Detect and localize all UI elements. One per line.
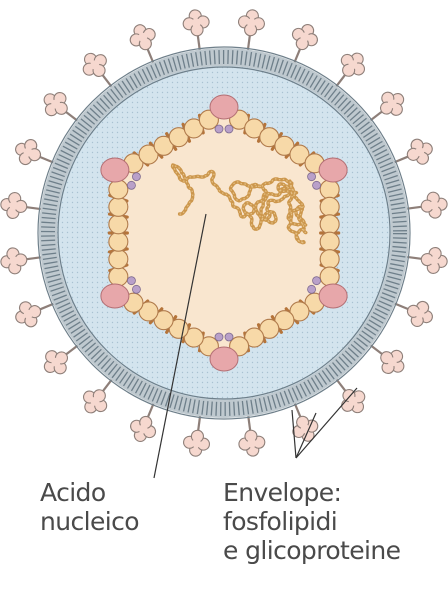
small-protein [127, 181, 135, 189]
envelope-label-line-1: Envelope: [223, 478, 400, 507]
spike-head [335, 46, 371, 82]
capsomer [109, 215, 128, 234]
vertex-protein [319, 158, 347, 182]
spike-head [237, 8, 266, 37]
small-protein [215, 333, 223, 341]
spike-head [288, 20, 322, 54]
envelope-label-line-2: fosfolipidi [223, 507, 400, 536]
small-protein [127, 277, 135, 285]
nucleic-acid-label: Acido nucleico [40, 478, 139, 536]
small-protein [313, 181, 321, 189]
small-protein [308, 285, 316, 293]
spike-head [77, 383, 113, 419]
envelope-label: Envelope: fosfolipidi e glicoproteine [223, 478, 400, 565]
spike-head [420, 191, 448, 220]
capsomer [320, 267, 339, 286]
small-protein [225, 333, 233, 341]
vertex-protein [101, 158, 129, 182]
spike-head [126, 20, 160, 54]
spike-head [0, 191, 28, 220]
spike-head [11, 135, 45, 169]
small-protein [215, 125, 223, 133]
capsomer [109, 267, 128, 286]
spike-head [420, 246, 448, 275]
small-protein [132, 173, 140, 181]
spike-head [403, 135, 437, 169]
capsomer [320, 197, 339, 216]
spike-head [126, 412, 160, 446]
spike-head [182, 8, 211, 37]
vertex-protein [101, 284, 129, 308]
capsomer [109, 232, 128, 251]
spike-head [374, 86, 410, 122]
spike-head [182, 429, 211, 458]
spike-head [77, 47, 113, 83]
spike-head [38, 344, 74, 380]
spike-head [0, 246, 28, 275]
spike-head [11, 297, 45, 331]
spike-head [403, 297, 437, 331]
spike-head [374, 344, 410, 380]
capsomer [109, 250, 128, 269]
vertex-protein [210, 95, 238, 119]
spike-head [237, 429, 266, 458]
spike-head [37, 86, 73, 122]
envelope-label-line-3: e glicoproteine [223, 536, 400, 565]
small-protein [225, 125, 233, 133]
capsomer [320, 215, 339, 234]
capsomer [320, 232, 339, 251]
capsomer [109, 197, 128, 216]
capsomer [320, 250, 339, 269]
capsomer [109, 180, 128, 199]
small-protein [313, 277, 321, 285]
small-protein [308, 173, 316, 181]
nucleic-acid-label-line-1: Acido [40, 478, 139, 507]
capsomer [320, 180, 339, 199]
vertex-protein [319, 284, 347, 308]
small-protein [132, 285, 140, 293]
nucleic-acid-label-line-2: nucleico [40, 507, 139, 536]
spike-head [335, 383, 371, 419]
vertex-protein [210, 347, 238, 371]
